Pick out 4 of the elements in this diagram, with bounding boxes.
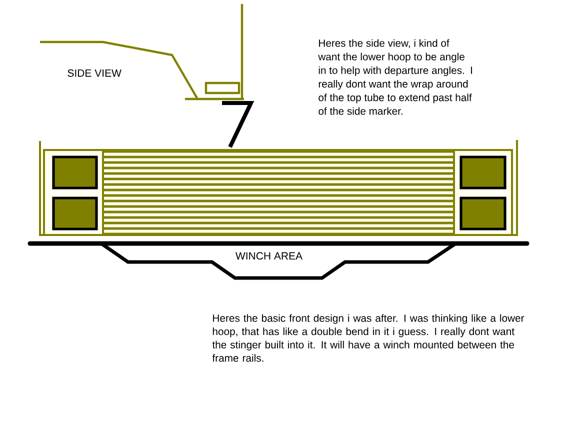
view-label: SIDE VIEW [68, 69, 122, 77]
note-text: Heres the basic front design i was after. I was thinking like a lower hoop, that has like a double bend in it i guess. I really dont want the stinger built into it. It will have a winch mounted between the frame rails. [212, 314, 524, 362]
note-text: Heres the side view, i kind of want the lower hoop to be angle in to help with departure angles. I really dont want the wrap around of the top tube to extend past half of the side marker. [318, 39, 472, 115]
area-label: WINCH AREA [236, 252, 302, 260]
